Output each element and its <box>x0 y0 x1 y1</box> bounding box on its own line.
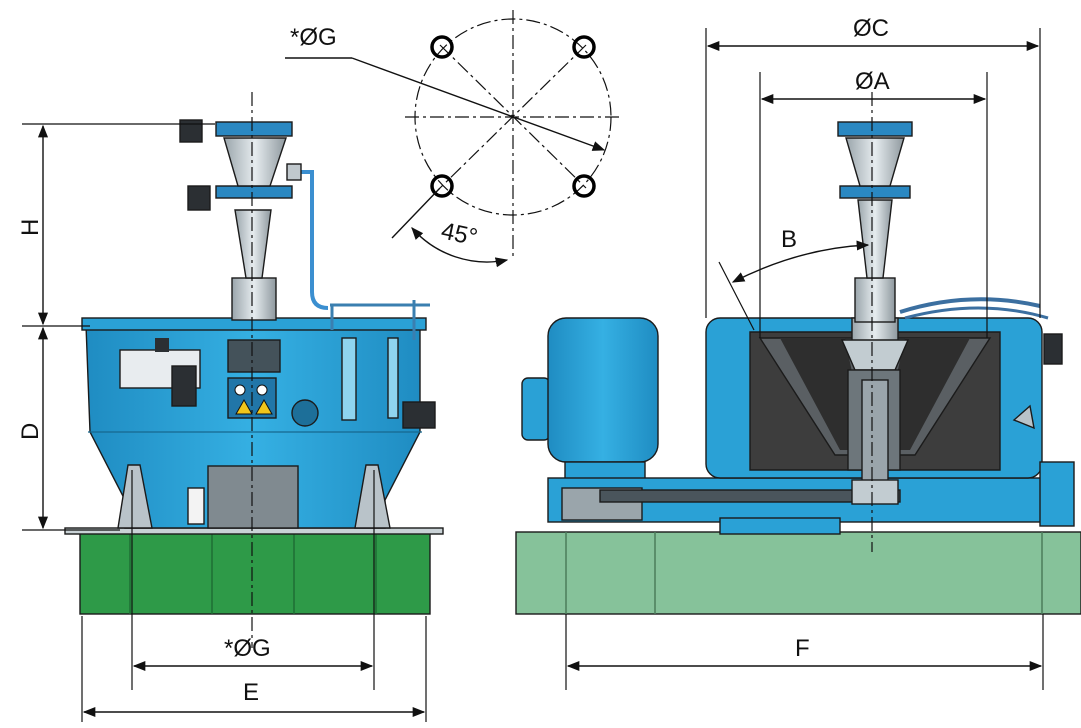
bolt-circle-view: *ØG 45° <box>285 10 620 268</box>
nameplate <box>227 339 281 373</box>
bolt-hole <box>572 174 596 198</box>
height-label-d: D <box>17 423 44 440</box>
diameter-label-c: ØC <box>853 15 889 42</box>
base-frame-right <box>515 531 1081 615</box>
front-view: H D *ØG E <box>17 92 444 722</box>
base-frame-left <box>79 531 431 615</box>
sight-glass <box>341 337 357 421</box>
angle-label-b: B <box>781 226 797 253</box>
width-label-e: E <box>243 679 259 706</box>
drive-cover <box>207 465 299 529</box>
valve-actuator <box>402 401 436 429</box>
bolt-hole <box>430 174 454 198</box>
bolt-hole <box>430 35 454 59</box>
top-valve <box>179 119 203 143</box>
foot-left <box>117 464 153 529</box>
feed-cone-lower <box>234 209 272 279</box>
length-label-f: F <box>795 635 810 662</box>
top-flange <box>215 121 293 137</box>
inspection-port <box>291 399 319 427</box>
feed-cone-upper <box>223 137 287 187</box>
drive-belt <box>599 489 901 503</box>
foot-right <box>354 464 391 529</box>
diameter-label-a: ØA <box>855 68 890 95</box>
section-view: ØC ØA B F <box>515 15 1081 690</box>
bolt-circle-label-top: *ØG <box>290 24 337 51</box>
bolt-hole <box>572 35 596 59</box>
feed-pipe <box>231 277 277 321</box>
bolt-circle-label-bottom: *ØG <box>224 635 271 662</box>
height-label-h: H <box>17 219 44 236</box>
drive-motor <box>547 317 659 463</box>
angle-label-45: 45° <box>439 217 480 251</box>
bolt-holes <box>430 35 596 198</box>
